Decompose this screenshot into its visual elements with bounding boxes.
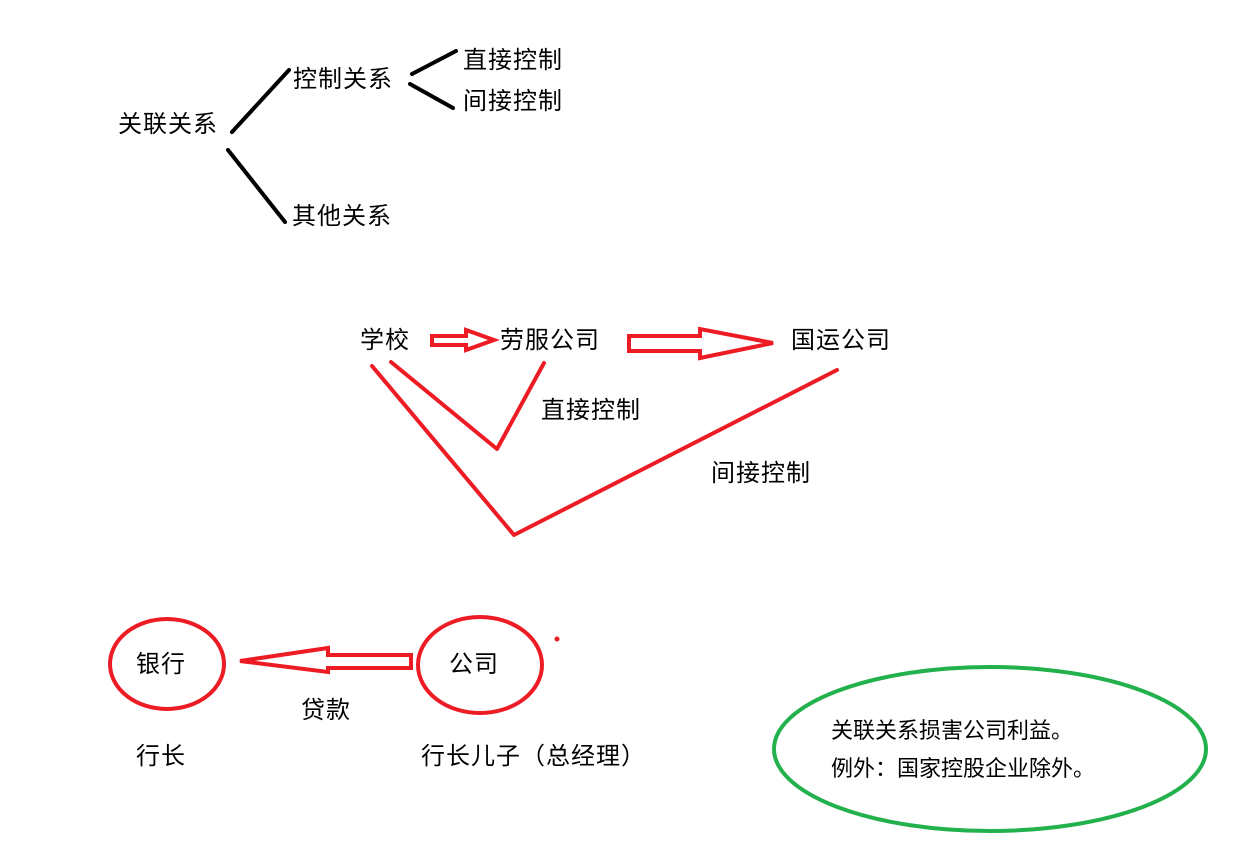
indirect-control-label: 间接控制 xyxy=(711,459,811,487)
note-line-2: 例外：国家控股企业除外。 xyxy=(831,757,1096,782)
company-person-label: 行长儿子（总经理） xyxy=(421,742,646,770)
indirect-control-mark xyxy=(370,364,839,537)
arrow-labor-to-transport xyxy=(627,326,774,361)
company-label: 公司 xyxy=(449,650,499,678)
company-circle xyxy=(416,615,544,715)
control-arrows xyxy=(239,326,774,675)
note-ellipse xyxy=(772,665,1208,833)
arrow-loan xyxy=(239,645,413,675)
tree-root-label: 关联关系 xyxy=(118,110,218,138)
bank-circle xyxy=(108,617,226,711)
arrow-school-to-labor xyxy=(430,327,500,353)
direct-control-mark xyxy=(389,360,546,451)
connector-control-direct xyxy=(410,49,458,76)
connector-root-other xyxy=(226,148,287,224)
school-label: 学校 xyxy=(360,326,410,354)
tree-control-label: 控制关系 xyxy=(293,65,393,93)
tree-connectors xyxy=(226,49,458,224)
note-line-1: 关联关系损害公司利益。 xyxy=(831,719,1074,744)
direct-control-label: 直接控制 xyxy=(541,396,641,424)
bank-person-label: 行长 xyxy=(136,742,186,770)
labor-company-label: 劳服公司 xyxy=(500,326,600,354)
connector-control-indirect xyxy=(408,82,455,110)
loan-label: 贷款 xyxy=(301,696,351,724)
connector-root-control xyxy=(230,68,291,134)
stray-dot xyxy=(554,636,560,642)
control-marks xyxy=(370,360,839,537)
tree-other-label: 其他关系 xyxy=(292,202,392,230)
transport-company-label: 国运公司 xyxy=(791,326,891,354)
entity-circles xyxy=(108,615,544,715)
tree-direct-label: 直接控制 xyxy=(463,46,563,74)
bank-label: 银行 xyxy=(136,650,186,678)
tree-indirect-label: 间接控制 xyxy=(463,87,563,115)
